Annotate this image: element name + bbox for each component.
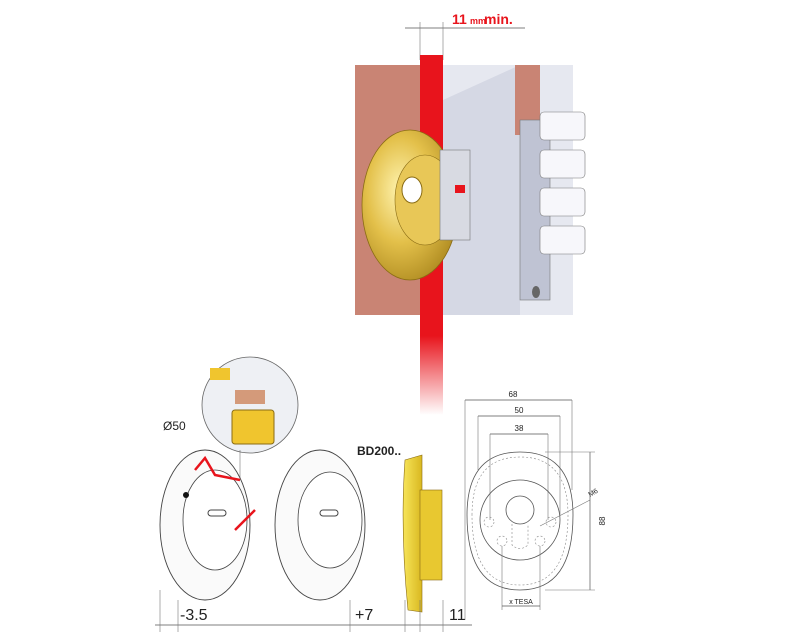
bd200-side-view: BD200.. (357, 444, 443, 613)
lock-bolts (539, 111, 586, 255)
dim-width-inner: 38 (515, 424, 524, 433)
diameter-label: Ø50 (163, 419, 186, 433)
installed-view-illustration (355, 55, 586, 415)
detail-inset (201, 356, 299, 510)
escutcheon-front-view (274, 449, 366, 601)
thickness-label: 11 (449, 607, 466, 624)
offset-dimensions: -3.5 +7 11 (155, 590, 472, 632)
model-label: BD200.. (357, 444, 401, 458)
min-thickness-callout: 11 mm min. (405, 11, 525, 60)
callout-suffix: min. (484, 11, 513, 27)
screw-label: M6 (588, 488, 600, 499)
dim-width-mid: 50 (515, 406, 524, 415)
gold-escutcheon (361, 129, 471, 281)
callout-unit: mm (470, 16, 486, 26)
technical-drawing: 68 50 38 M6 88 x TESA (464, 390, 607, 620)
offset-minus-label: -3.5 (180, 607, 208, 624)
dim-width-outer: 68 (509, 390, 518, 399)
offset-plus-label: +7 (355, 607, 373, 624)
dim-height: 88 (598, 516, 607, 525)
protector-front-view: Ø50 (159, 419, 256, 601)
spacing-label: x TESA (509, 599, 533, 606)
callout-value: 11 (452, 11, 467, 27)
